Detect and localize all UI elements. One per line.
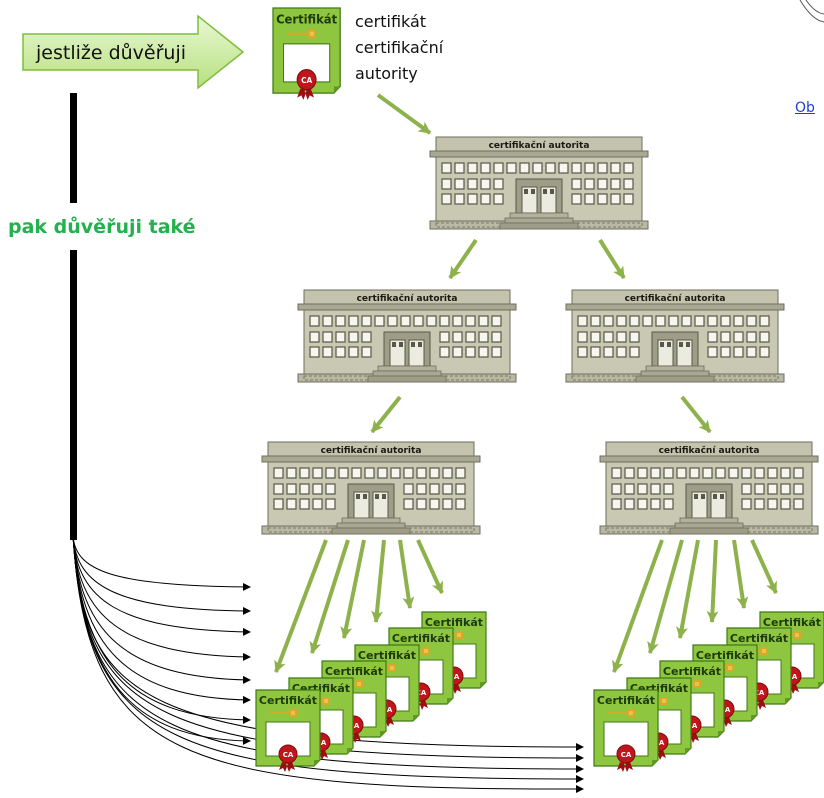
root-cert-caption: certifikát certifikační autority [355,12,444,83]
certificate-icon [593,689,659,773]
caption-line-3: autority [355,64,418,83]
ca-label: certifikační autorita [357,293,458,304]
ca-level3-left-building-icon: certifikační autorita [261,441,481,535]
ca-label: certifikační autorita [489,140,590,151]
ca-label: certifikační autorita [321,445,422,456]
hierarchy-arrows [274,93,778,673]
ca-level2-left-building-icon: certifikační autorita [297,289,517,383]
ca-root-building-icon: certifikační autorita [429,136,649,230]
trust-also-label: pak důvěřuji také [8,215,196,238]
ca-level2-right-building-icon: certifikační autorita [565,289,785,383]
caption-line-2: certifikační [355,38,444,57]
ca-label: certifikační autorita [659,445,760,456]
trust-bar-bottom [70,250,77,540]
top-right-link[interactable]: Ob [795,100,815,116]
trust-bar-top [70,93,77,203]
decorative-circle [799,0,824,23]
ca-label: certifikační autorita [625,293,726,304]
root-certificate-icon [271,6,342,101]
trust-arrow-label: jestliže důvěřuji [35,42,186,64]
ca-level3-right-building-icon: certifikační autorita [599,441,819,535]
caption-line-1: certifikát [355,12,426,31]
certificate-icon [255,689,321,773]
trust-arrows [72,534,584,794]
trust-arrow: jestliže důvěřuji [22,14,245,90]
